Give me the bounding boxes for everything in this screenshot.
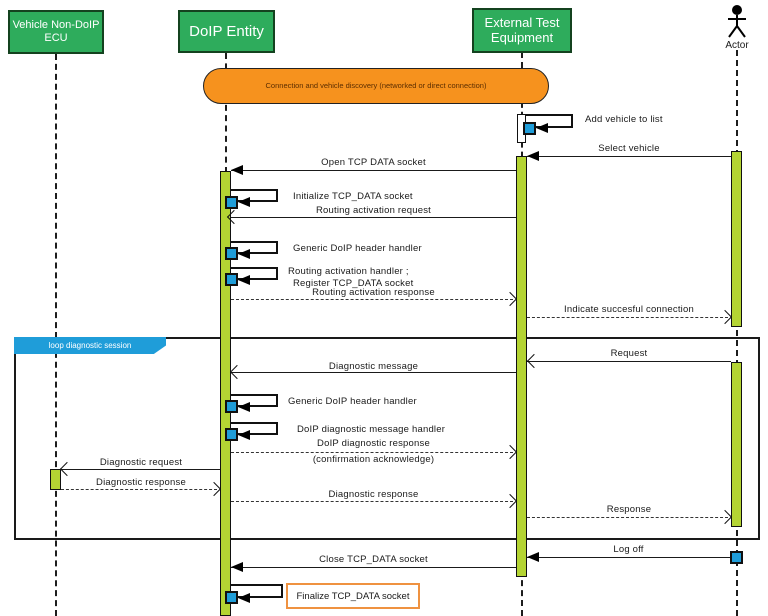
selfmsg-finalize-tcp xyxy=(231,584,283,598)
participant-ete: External Test Equipment xyxy=(472,8,572,53)
line-close-tcp xyxy=(231,567,516,568)
arrowhead-log-off xyxy=(527,552,539,562)
msg-diag-handler: DoIP diagnostic message handler xyxy=(297,424,446,435)
participant-ete-label: External Test Equipment xyxy=(484,14,560,45)
msg-init-tcp: Initialize TCP_DATA socket xyxy=(293,191,413,202)
line-routing-req xyxy=(231,217,516,218)
msg-diag-request: Diagnostic request xyxy=(99,457,183,468)
selfmsg-generic-1 xyxy=(231,241,278,254)
lifeline-ecu xyxy=(55,54,57,616)
selfmsg-init-tcp xyxy=(231,189,278,202)
msg-routing-req: Routing activation request xyxy=(315,205,432,216)
msg-routing-resp: Routing activation response xyxy=(312,287,435,298)
msg-indicate-conn: Indicate succesful connection xyxy=(564,304,694,315)
activation-ete-main xyxy=(516,156,527,577)
line-doip-diag-resp xyxy=(231,452,513,453)
msg-routing-handler-l1: Routing activation handler ; xyxy=(288,266,409,277)
msg-request: Request xyxy=(610,348,648,359)
msg-doip-diag-resp-l1: DoIP diagnostic response xyxy=(317,438,430,449)
msg-doip-diag-resp-l2: (confirmation acknowledge) xyxy=(312,454,435,465)
discovery-banner-label: Connection and vehicle discovery (networ… xyxy=(265,81,487,91)
loop-fragment-tab: loop diagnostic session xyxy=(14,337,166,354)
msg-routing-handler-l2: Register TCP_DATA socket xyxy=(293,278,414,289)
msg-response: Response xyxy=(606,504,652,515)
msg-diag-response: Diagnostic response xyxy=(96,477,186,488)
discovery-banner: Connection and vehicle discovery (networ… xyxy=(203,68,549,104)
arrowhead-finalize-tcp xyxy=(238,593,250,603)
participant-ecu-label: Vehicle Non-DoIP ECU xyxy=(12,19,100,44)
line-open-tcp xyxy=(231,170,516,171)
activation-doip-main xyxy=(220,171,231,616)
handler-marker-routing-handler xyxy=(225,273,238,286)
line-log-off xyxy=(527,557,730,558)
line-diag-msg xyxy=(231,372,516,373)
msg-finalize-tcp: Finalize TCP_DATA socket xyxy=(296,590,410,602)
line-indicate-conn xyxy=(527,317,728,318)
activation-actor-1 xyxy=(731,151,742,327)
msg-select-vehicle: Select vehicle xyxy=(598,143,660,154)
arrowhead-routing-handler xyxy=(238,275,250,285)
arrowhead-add-vehicle xyxy=(536,123,548,133)
arrowhead-select-vehicle xyxy=(527,151,539,161)
msg-log-off: Log off xyxy=(613,544,644,555)
participant-doip: DoIP Entity xyxy=(178,10,275,53)
handler-marker-generic-2 xyxy=(225,400,238,413)
line-request xyxy=(527,361,731,362)
handler-marker-init-tcp xyxy=(225,196,238,209)
line-select-vehicle xyxy=(527,156,731,157)
line-diag-request xyxy=(61,469,220,470)
finalize-tcp-box: Finalize TCP_DATA socket xyxy=(286,583,420,609)
msg-diag-response-fwd: Diagnostic response xyxy=(328,489,419,500)
participant-actor-label: Actor xyxy=(725,40,749,51)
arrowhead-open-tcp xyxy=(231,165,243,175)
arrowhead-init-tcp xyxy=(238,197,250,207)
msg-close-tcp: Close TCP_DATA socket xyxy=(319,554,428,565)
msg-generic-1: Generic DoIP header handler xyxy=(293,243,422,254)
participant-ecu: Vehicle Non-DoIP ECU xyxy=(8,10,104,54)
activation-ecu xyxy=(50,469,61,490)
arrowhead-generic-2 xyxy=(238,402,250,412)
selfmsg-generic-2 xyxy=(231,394,278,407)
handler-marker-finalize-tcp xyxy=(225,591,238,604)
selfmsg-routing-handler xyxy=(231,267,278,280)
handler-marker-add-vehicle xyxy=(523,122,536,135)
arrowhead-generic-1 xyxy=(238,249,250,259)
activation-actor-2 xyxy=(731,362,742,527)
participant-doip-label: DoIP Entity xyxy=(189,22,264,40)
selfmsg-diag-handler xyxy=(231,422,278,435)
actor-icon xyxy=(728,5,746,38)
line-routing-resp xyxy=(231,299,513,300)
line-diag-response-fwd xyxy=(231,501,513,502)
handler-marker-log-off xyxy=(730,551,743,564)
arrowhead-close-tcp xyxy=(231,562,243,572)
loop-fragment-frame: loop diagnostic session xyxy=(14,337,760,540)
arrowhead-diag-handler xyxy=(238,430,250,440)
lifeline-doip xyxy=(225,53,227,173)
lifeline-actor xyxy=(736,50,738,616)
msg-open-tcp: Open TCP DATA socket xyxy=(321,157,426,168)
selfmsg-add-vehicle xyxy=(526,114,573,128)
line-response xyxy=(527,517,728,518)
loop-fragment-label: loop diagnostic session xyxy=(48,341,132,350)
msg-add-vehicle: Add vehicle to list xyxy=(585,114,663,125)
line-diag-response xyxy=(61,489,217,490)
handler-marker-diag-handler xyxy=(225,428,238,441)
msg-generic-2: Generic DoIP header handler xyxy=(288,396,417,407)
msg-diag-msg: Diagnostic message xyxy=(328,361,419,372)
handler-marker-generic-1 xyxy=(225,247,238,260)
